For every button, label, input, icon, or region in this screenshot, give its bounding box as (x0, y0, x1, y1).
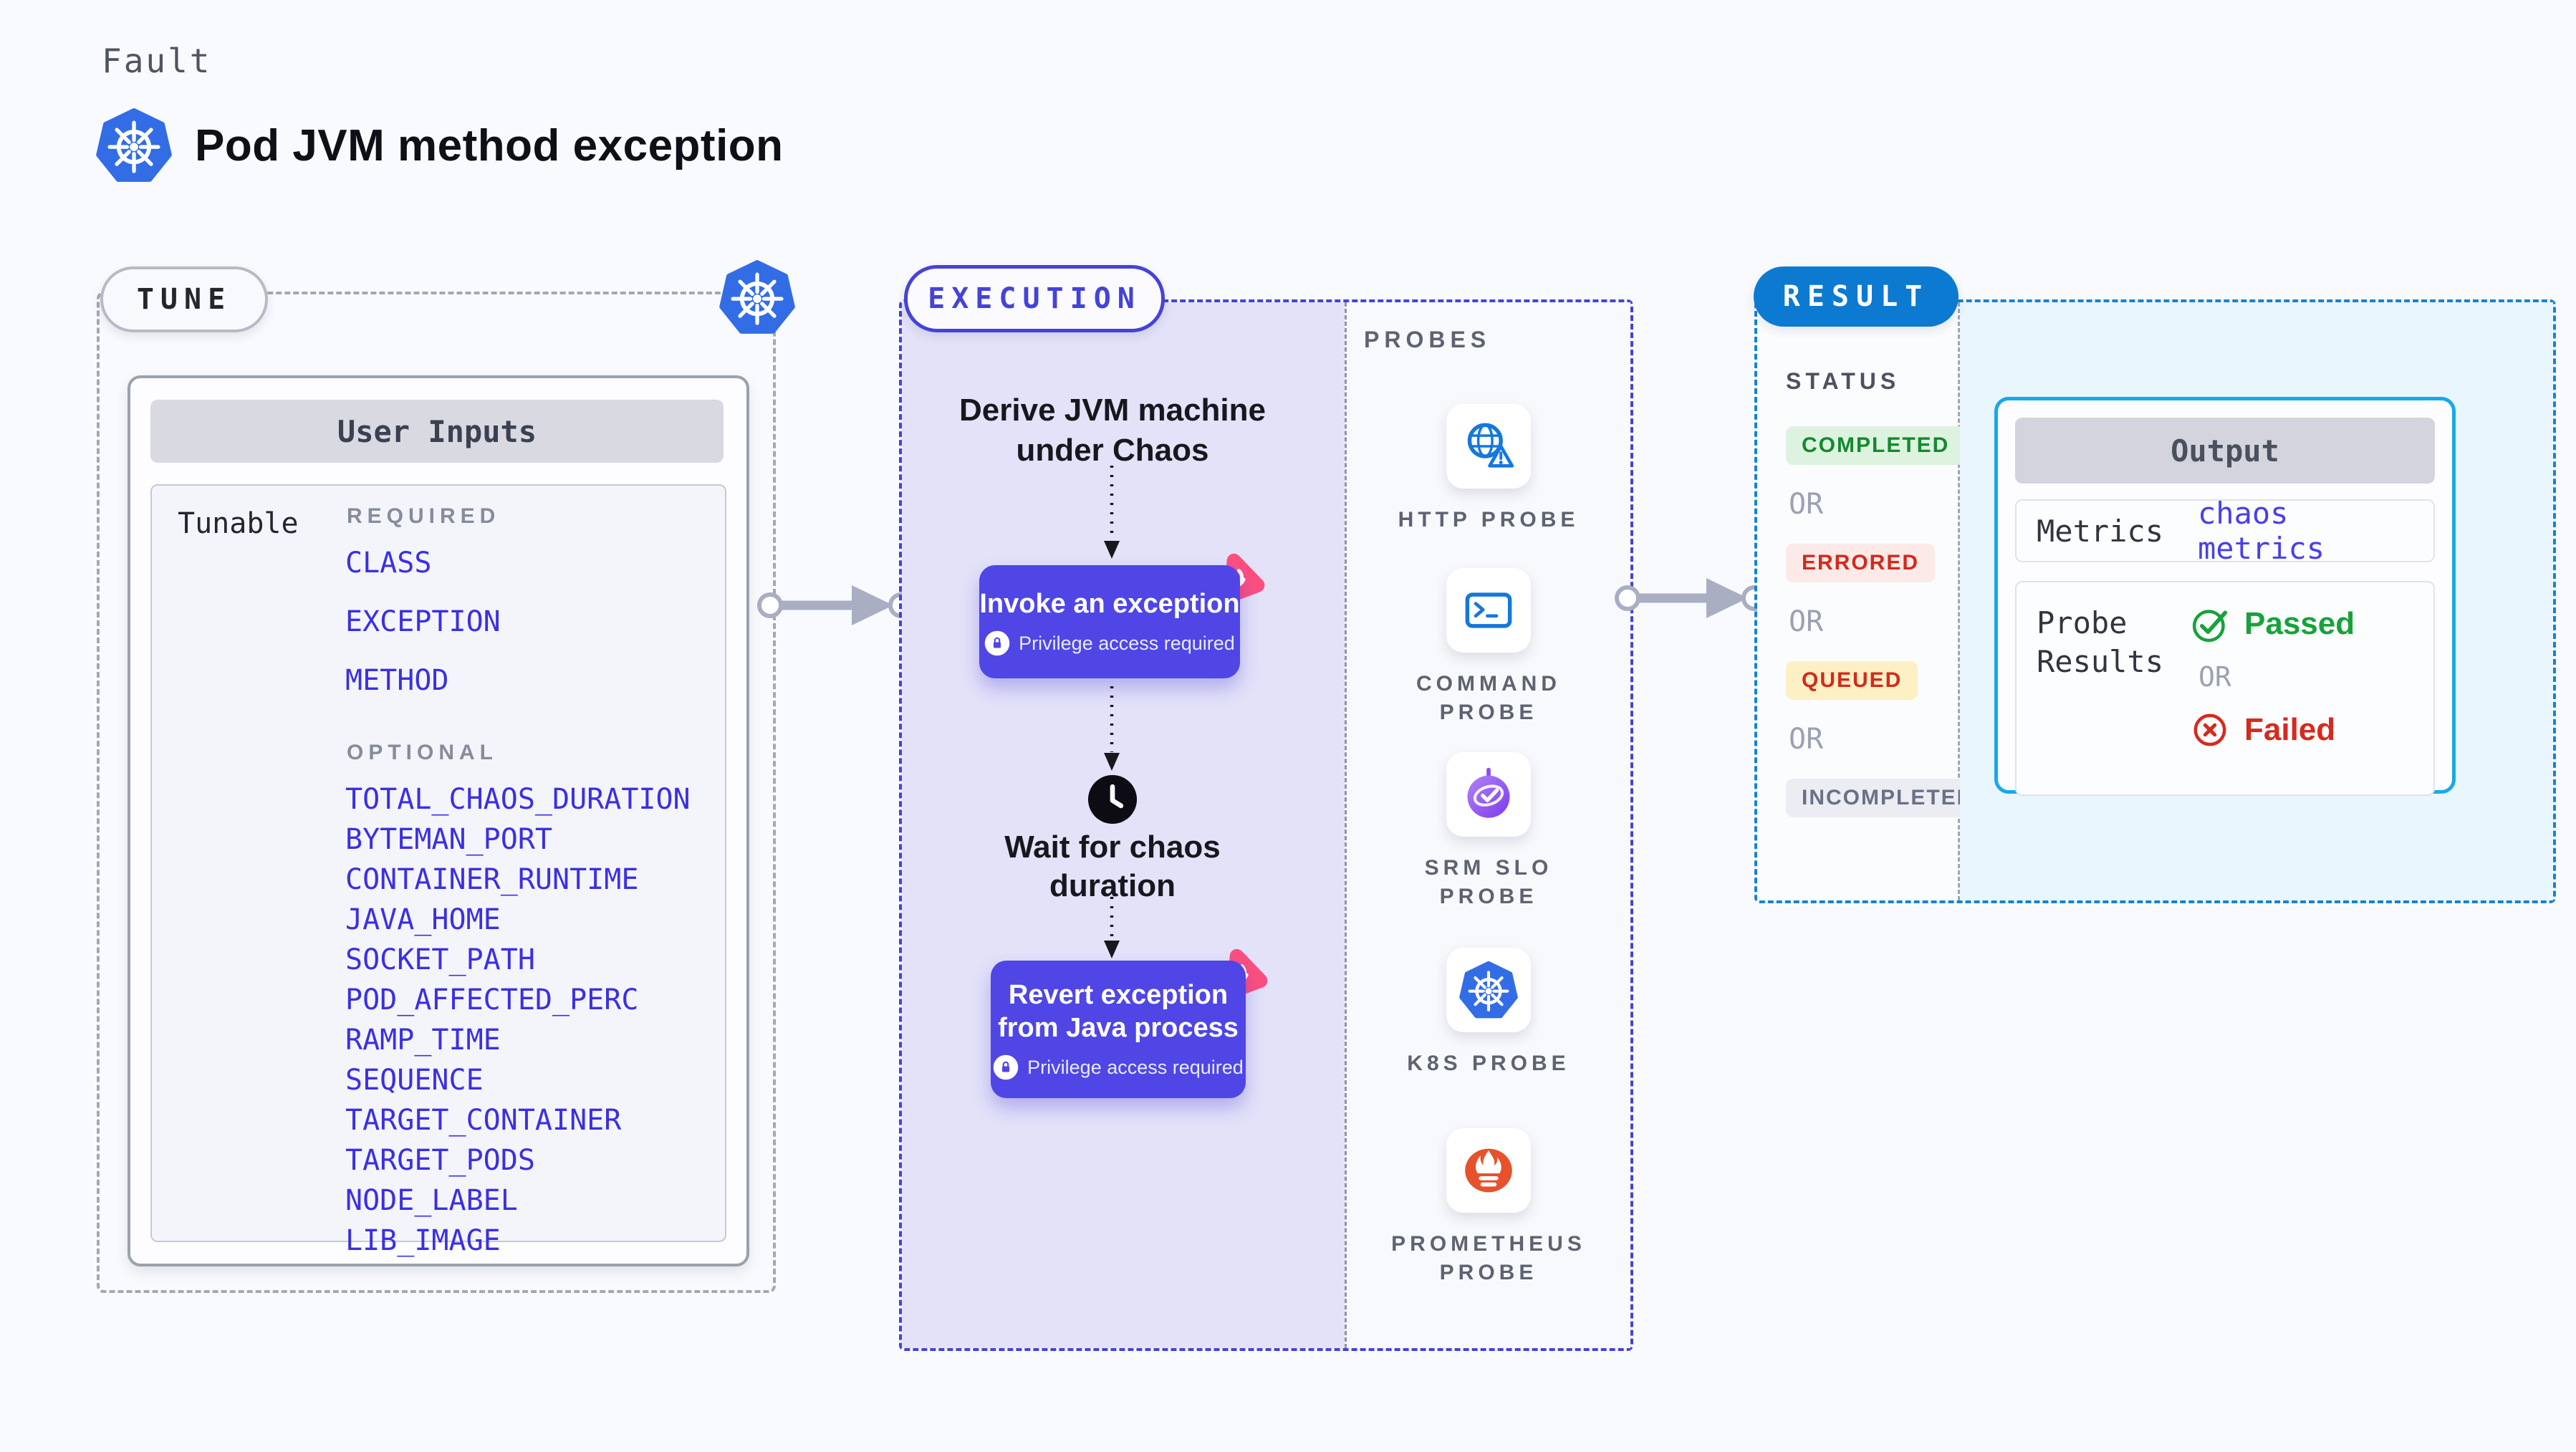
status-badge-completed: COMPLETED (1786, 426, 1966, 465)
check-circle-icon (2190, 604, 2230, 644)
tunable-socket-path: SOCKET_PATH (345, 943, 535, 976)
tunable-container-runtime: CONTAINER_RUNTIME (345, 863, 639, 896)
tunable-pod-affected-perc: POD_AFFECTED_PERC (345, 984, 639, 1016)
probe-http: HTTP PROBE (1347, 404, 1630, 534)
probe-k8s: K8S PROBE (1347, 948, 1630, 1078)
flow-arrow-down-3 (1099, 897, 1125, 958)
tunable-target-pods: TARGET_PODS (345, 1144, 535, 1177)
tunable-row-label: Tunable (178, 507, 299, 540)
slo-gauge-icon (1459, 765, 1518, 824)
page-title: Pod JVM method exception (195, 120, 784, 170)
tunable-java-home: JAVA_HOME (345, 903, 501, 936)
probe-prometheus: PROMETHEUS PROBE (1347, 1128, 1630, 1287)
command-probe-card (1446, 568, 1531, 653)
revert-exception-label: Revert exception from Java process (998, 980, 1239, 1043)
failed-label: Failed (2244, 712, 2336, 747)
invoke-exception-label: Invoke an exception (979, 589, 1240, 619)
status-badge-errored: ERRORED (1786, 544, 1936, 582)
fault-kicker: Fault (102, 42, 212, 80)
or-separator: OR (1789, 488, 1824, 521)
srm-slo-probe-card (1446, 752, 1531, 837)
user-inputs-card: User Inputs Tunable REQUIRED CLASS EXCEP… (128, 375, 749, 1266)
or-separator: OR (2198, 661, 2231, 693)
tunables-list-panel: Tunable REQUIRED CLASS EXCEPTION METHOD … (150, 484, 726, 1257)
probes-panel: PROBES HTTP P (1345, 302, 1630, 1348)
passed-label: Passed (2244, 606, 2355, 641)
or-separator: OR (1789, 605, 1824, 638)
probe-results-row: Probe Results Passed OR (2015, 581, 2435, 796)
prometheus-probe-label: PROMETHEUS PROBE (1391, 1232, 1586, 1284)
tune-section-box (97, 292, 776, 1293)
tunable-ramp-time: RAMP_TIME (345, 1024, 501, 1057)
srm-slo-probe-label: SRM SLO PROBE (1424, 856, 1553, 908)
metrics-value-link: chaos metrics (2198, 496, 2325, 566)
required-group-label: REQUIRED (347, 504, 501, 528)
status-badge-incompleted: INCOMPLETED (1786, 779, 1990, 817)
tune-badge: TUNE (100, 266, 268, 332)
probe-srm-slo: SRM SLO PROBE (1347, 752, 1630, 911)
tunable-node-label: NODE_LABEL (345, 1184, 518, 1217)
execution-section-box: PROBES HTTP P (899, 299, 1633, 1351)
kubernetes-icon (1459, 961, 1518, 1019)
tunable-exception: EXCEPTION (345, 605, 501, 638)
tune-to-execution-arrow (751, 581, 921, 630)
optional-group-label: OPTIONAL (347, 741, 498, 764)
result-badge: RESULT (1754, 266, 1959, 327)
output-card: Output Metrics chaos metrics Probe Resul… (1994, 397, 2456, 796)
wait-chaos-step-label: Wait for chaos duration (1004, 830, 1221, 903)
privilege-note: Privilege access required (1019, 632, 1235, 654)
tunable-byteman-port: BYTEMAN_PORT (345, 823, 552, 856)
k8s-probe-card (1446, 948, 1531, 1032)
user-inputs-title: User Inputs (150, 400, 724, 463)
prometheus-probe-card (1446, 1128, 1531, 1213)
flow-arrow-down-1 (1099, 466, 1125, 559)
x-circle-icon (2190, 710, 2230, 750)
metrics-row: Metrics chaos metrics (2015, 496, 2435, 566)
tunable-lib-image: LIB_IMAGE (345, 1224, 501, 1257)
probes-title: PROBES (1364, 327, 1491, 352)
terminal-icon (1461, 582, 1517, 638)
page-title-row: Pod JVM method exception (96, 106, 784, 185)
probe-results-label: Probe Results (2037, 605, 2164, 679)
invoke-exception-button[interactable]: Invoke an exception Privilege access req… (979, 565, 1240, 678)
kubernetes-icon (96, 106, 172, 185)
globe-warning-icon (1461, 418, 1517, 474)
execution-badge: EXECUTION (904, 265, 1165, 332)
output-title: Output (2015, 418, 2435, 484)
prometheus-flame-icon (1458, 1142, 1519, 1199)
probe-command: COMMAND PROBE (1347, 568, 1630, 727)
lock-icon (984, 630, 1010, 656)
lock-icon (993, 1054, 1019, 1080)
status-badge-queued: QUEUED (1786, 661, 1918, 700)
execution-to-result-arrow (1609, 574, 1775, 622)
privilege-note-row: Privilege access required (993, 1054, 1244, 1080)
failed-row: Failed (2190, 710, 2355, 750)
revert-exception-button[interactable]: Revert exception from Java process Privi… (991, 961, 1246, 1098)
clock-icon (1086, 773, 1139, 826)
http-probe-card (1446, 404, 1531, 489)
or-separator: OR (1789, 723, 1824, 756)
k8s-probe-label: K8S PROBE (1407, 1052, 1570, 1075)
command-probe-label: COMMAND PROBE (1416, 672, 1561, 724)
derive-jvm-step-label: Derive JVM machine under Chaos (959, 393, 1266, 468)
privilege-note-row: Privilege access required (984, 630, 1235, 656)
http-probe-label: HTTP PROBE (1398, 508, 1580, 532)
tunables-column: REQUIRED CLASS EXCEPTION METHOD OPTIONAL… (345, 497, 691, 1264)
kubernetes-icon (719, 258, 795, 337)
execution-flow-area (902, 302, 1345, 1348)
status-column: STATUS COMPLETED OR ERRORED OR QUEUED OR… (1757, 302, 1990, 900)
probe-results-values: Passed OR Failed (2190, 604, 2355, 794)
tunable-target-container: TARGET_CONTAINER (345, 1104, 622, 1137)
privilege-note: Privilege access required (1027, 1056, 1244, 1078)
status-title: STATUS (1786, 368, 1900, 394)
flow-arrow-down-2 (1099, 686, 1125, 771)
passed-row: Passed (2190, 604, 2355, 644)
tunable-class: CLASS (345, 547, 432, 580)
tunable-sequence: SEQUENCE (345, 1064, 484, 1097)
tunable-total-chaos-duration: TOTAL_CHAOS_DURATION (345, 783, 691, 816)
tunable-method: METHOD (345, 664, 449, 697)
metrics-label: Metrics (2037, 513, 2164, 549)
